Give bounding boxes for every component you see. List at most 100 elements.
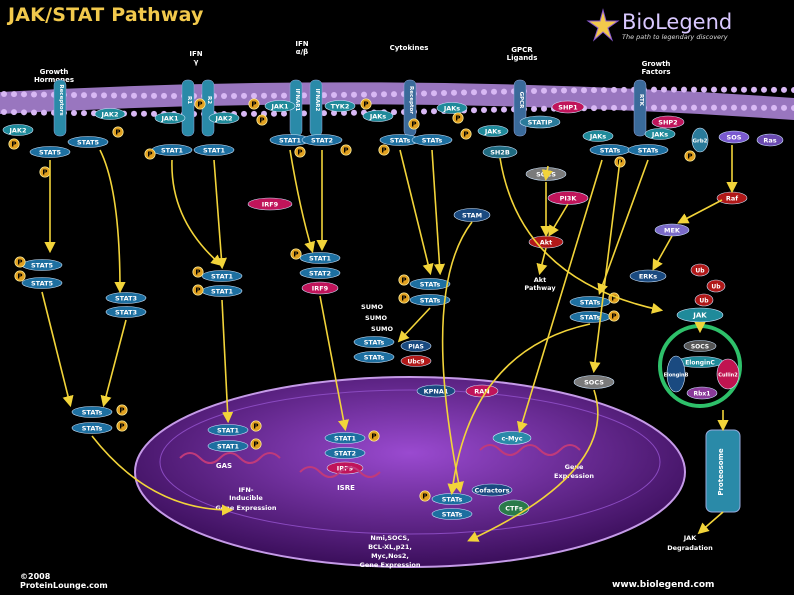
kinase-node-label: JAKs (589, 133, 606, 141)
gene-label: Expression (554, 472, 594, 480)
stat-node-label: STAT1 (211, 273, 234, 281)
stat-node: STAT2 (300, 268, 340, 279)
sh2b-node: SH2B (483, 146, 517, 158)
lipid-head (251, 93, 257, 99)
phosphate-node: P (379, 145, 389, 155)
mek-node: MEK (655, 224, 689, 236)
lipid-head (221, 93, 227, 99)
stat-node: STAT3 (106, 293, 146, 304)
stat-node-label: STATs (638, 147, 659, 155)
lipid-head (771, 87, 777, 93)
phosphate-node: P (117, 405, 127, 415)
pi3k-node-label: PI3K (560, 195, 578, 203)
gene-label: Myc,Nos2, (371, 552, 409, 560)
kinase-node: JAK2 (209, 113, 239, 124)
stat-node-label: STATs (600, 147, 621, 155)
kinase-node-label: JAK2 (100, 111, 118, 119)
phosphate-label: P (119, 407, 124, 415)
ubc9-node-label: Ubc9 (408, 359, 425, 366)
lipid-head (141, 111, 147, 117)
phosphate-node: P (251, 421, 261, 431)
cofactors-node: Cofactors (472, 484, 512, 496)
pias-node: PIAS (401, 341, 431, 352)
lipid-head (241, 111, 247, 117)
proteosome-label: Proteosome (717, 448, 725, 496)
kinase-node: JAKs (437, 103, 467, 114)
kinase-node: TYK2 (325, 101, 355, 112)
receptor-label: Receptors (58, 84, 64, 116)
gene-label: Nmi,SOCS, (370, 534, 409, 542)
sumo-label: SUMO (365, 314, 387, 322)
phosphate-node: P (399, 293, 409, 303)
phosphate-label: P (11, 141, 16, 149)
lipid-head (531, 88, 537, 94)
stat-node: STATs (432, 509, 472, 520)
signal-arrow (432, 150, 440, 272)
lipid-head (781, 87, 787, 93)
copyright-year: ©2008 (20, 572, 108, 581)
stat-node: STATs (570, 297, 610, 308)
shp2-node-label: SHP2 (658, 119, 677, 127)
lipid-head (111, 93, 117, 99)
akt-node-label: Akt (540, 239, 552, 247)
phosphate-label: P (293, 251, 298, 259)
lipid-head (171, 93, 177, 99)
signal-arrow (594, 160, 620, 370)
lipid-head (471, 89, 477, 95)
lipid-head (41, 110, 47, 116)
kinase-node-label: JAK2 (214, 115, 232, 123)
lipid-head (711, 87, 717, 93)
lipid-head (341, 92, 347, 98)
signal-arrow (172, 160, 220, 264)
lipid-head (351, 92, 357, 98)
receptor-label: Receptor (408, 86, 414, 114)
stam-node: STAM (454, 209, 490, 222)
lipid-head (271, 93, 277, 99)
irf9-node: IRF9 (248, 198, 292, 210)
stat-node: STAT5 (30, 147, 70, 158)
stat-node-label: STAT3 (115, 295, 137, 303)
lipid-head (491, 107, 497, 113)
lipid-head (261, 93, 267, 99)
kinase-node-label: JAKs (369, 113, 386, 121)
socs-node: SOCS (574, 376, 614, 389)
akt-pathway-label: Akt (534, 276, 546, 284)
stat-node: STATs (432, 494, 472, 505)
lipid-head (671, 105, 677, 111)
lipid-head (731, 105, 737, 111)
stat-node: STAT1 (208, 425, 248, 436)
lipid-head (731, 87, 737, 93)
lipid-head (471, 107, 477, 113)
stat-node: STATs (570, 312, 610, 323)
phosphate-node: P (453, 113, 463, 123)
jak-node: JAK (677, 308, 723, 322)
lipid-head (361, 92, 367, 98)
lipid-head (101, 92, 107, 98)
phosphate-node: P (117, 421, 127, 431)
ligand-label: Cytokines (390, 44, 429, 52)
rbx1-node: Rbx1 (687, 387, 717, 399)
kinase-node: JAKs (363, 111, 393, 122)
stat-node: STAT2 (325, 448, 365, 459)
lipid-head (691, 105, 697, 111)
phosphate-node: P (195, 99, 205, 109)
lipid-head (701, 87, 707, 93)
ligand-label: IFN (189, 50, 202, 58)
lipid-head (371, 91, 377, 97)
phosphate-label: P (259, 117, 264, 125)
sumo-label: SUMO (361, 303, 383, 311)
ctfs-node: CTFs (499, 500, 529, 516)
lipid-head (591, 105, 597, 111)
lipid-head (481, 89, 487, 95)
stat-node-label: STAT3 (115, 309, 137, 317)
kinase-node: JAK1 (155, 113, 185, 124)
ubc9-node: Ubc9 (401, 356, 431, 367)
stat-node-label: STATs (442, 496, 463, 504)
phosphate-label: P (401, 295, 406, 303)
stat-node: STAT1 (152, 145, 192, 156)
lipid-head (781, 105, 787, 111)
stat-node-label: STAT1 (217, 427, 240, 435)
phosphate-label: P (251, 101, 256, 109)
socs-node-label: SOCS (691, 344, 709, 351)
website-link[interactable]: www.biolegend.com (612, 580, 714, 590)
